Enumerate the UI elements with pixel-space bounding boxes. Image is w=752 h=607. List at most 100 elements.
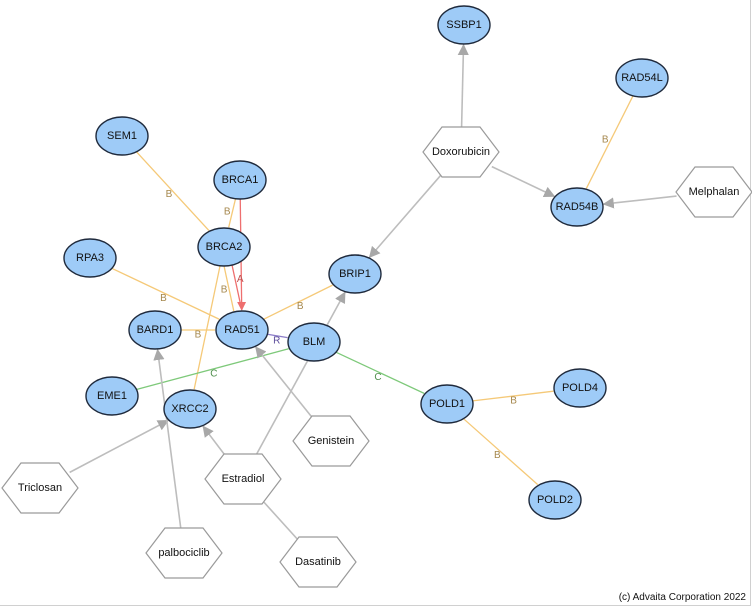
drug-hexagon xyxy=(1,462,79,514)
gene-node-brca1[interactable]: BRCA1 xyxy=(213,160,267,200)
gene-ellipse xyxy=(197,227,251,267)
edge-label-brca2-rad51: B xyxy=(221,284,228,295)
gene-node-rad54l[interactable]: RAD54L xyxy=(615,58,669,98)
edge-estradiol-brip1 xyxy=(255,291,346,456)
edge-sem1-brca2 xyxy=(136,151,210,231)
edge-rpa3-rad51 xyxy=(111,267,220,320)
drug-hexagon xyxy=(204,453,282,505)
drug-hexagon xyxy=(145,527,223,579)
gene-label: BRCA1 xyxy=(222,174,259,186)
copyright-text: (c) Advaita Corporation 2022 xyxy=(618,592,746,603)
edge-rad51-blm xyxy=(267,333,288,339)
gene-node-bard1[interactable]: BARD1 xyxy=(128,310,182,350)
gene-node-ssbp1[interactable]: SSBP1 xyxy=(437,5,491,45)
drug-label: palbociclib xyxy=(158,547,209,559)
edge-label-bard1-rad51: B xyxy=(195,330,202,341)
drug-node-triclosan[interactable]: Triclosan xyxy=(1,462,79,514)
drug-node-palbociclib[interactable]: palbociclib xyxy=(145,527,223,579)
gene-ellipse xyxy=(163,389,217,429)
edge-doxorubicin-brip1 xyxy=(368,173,443,259)
gene-ellipse xyxy=(553,368,607,408)
edge-label-rpa3-rad51: B xyxy=(160,293,167,304)
gene-ellipse xyxy=(287,322,341,362)
gene-node-pold4[interactable]: POLD4 xyxy=(553,368,607,408)
nodes-layer: DoxorubicinMelphalanGenisteinEstradiolTr… xyxy=(1,5,752,588)
gene-node-rad51[interactable]: RAD51 xyxy=(215,310,269,350)
gene-label: SEM1 xyxy=(107,130,137,142)
edge-doxorubicin-ssbp1 xyxy=(457,43,469,128)
drug-hexagon xyxy=(422,126,500,178)
gene-ellipse xyxy=(528,480,582,520)
edge-label-pold1-pold2: B xyxy=(494,450,501,461)
gene-label: RAD54B xyxy=(556,201,599,213)
edge-rad54l-rad54b xyxy=(585,95,634,189)
drug-label: Triclosan xyxy=(18,482,62,494)
edge-blm-pold1 xyxy=(335,351,425,394)
edge-estradiol-xrcc2 xyxy=(202,425,227,458)
edge-genistein-rad51 xyxy=(255,346,314,420)
edge-label-rad51-blm: R xyxy=(273,335,280,346)
gene-ellipse xyxy=(550,187,604,227)
edge-brca1-brca2 xyxy=(228,198,237,228)
edge-label-eme1-blm: C xyxy=(210,368,217,379)
gene-node-sem1[interactable]: SEM1 xyxy=(95,116,149,156)
edge-doxorubicin-rad54b xyxy=(491,165,556,197)
drug-node-doxorubicin[interactable]: Doxorubicin xyxy=(422,126,500,178)
gene-ellipse xyxy=(328,254,382,294)
gene-label: POLD1 xyxy=(429,398,465,410)
gene-node-pold2[interactable]: POLD2 xyxy=(528,480,582,520)
edge-label-brca2-rad51: A xyxy=(237,274,244,285)
gene-ellipse xyxy=(215,310,269,350)
drug-node-dasatinib[interactable]: Dasatinib xyxy=(279,536,357,588)
gene-ellipse xyxy=(437,5,491,45)
gene-node-rpa3[interactable]: RPA3 xyxy=(63,238,117,278)
edge-brca2-rad51 xyxy=(223,266,235,312)
edge-rad51-brip1 xyxy=(263,284,333,320)
gene-label: BARD1 xyxy=(137,324,174,336)
gene-node-xrcc2[interactable]: XRCC2 xyxy=(163,389,217,429)
gene-node-rad54b[interactable]: RAD54B xyxy=(550,187,604,227)
edge-brca2-xrcc2 xyxy=(193,265,221,390)
gene-ellipse xyxy=(615,58,669,98)
drug-hexagon xyxy=(675,166,752,218)
edge-label-sem1-brca2: B xyxy=(166,189,173,200)
gene-label: POLD2 xyxy=(537,494,573,506)
drug-label: Doxorubicin xyxy=(432,146,490,158)
gene-node-blm[interactable]: BLM xyxy=(287,322,341,362)
gene-label: XRCC2 xyxy=(171,403,208,415)
drug-label: Melphalan xyxy=(689,186,740,198)
drug-node-genistein[interactable]: Genistein xyxy=(292,415,370,467)
edge-melphalan-rad54b xyxy=(602,195,677,209)
edge-label-rad51-brip1: B xyxy=(297,301,304,312)
gene-label: POLD4 xyxy=(562,382,598,394)
gene-node-eme1[interactable]: EME1 xyxy=(85,376,139,416)
edge-estradiol-dasatinib xyxy=(261,499,299,541)
gene-ellipse xyxy=(95,116,149,156)
gene-ellipse xyxy=(420,384,474,424)
edge-triclosan-xrcc2 xyxy=(69,419,170,474)
edge-brca2-rad51 xyxy=(231,264,243,310)
gene-ellipse xyxy=(63,238,117,278)
drug-hexagon xyxy=(279,536,357,588)
gene-ellipse xyxy=(213,160,267,200)
gene-node-brca2[interactable]: BRCA2 xyxy=(197,227,251,267)
edge-label-blm-pold1: C xyxy=(374,372,381,383)
drug-label: Genistein xyxy=(308,435,354,447)
drug-label: Dasatinib xyxy=(295,556,341,568)
gene-node-brip1[interactable]: BRIP1 xyxy=(328,254,382,294)
drug-label: Estradiol xyxy=(222,473,265,485)
drug-node-melphalan[interactable]: Melphalan xyxy=(675,166,752,218)
gene-ellipse xyxy=(128,310,182,350)
gene-label: BRIP1 xyxy=(339,268,371,280)
edge-label-rad54l-rad54b: B xyxy=(602,134,609,145)
edge-pold1-pold4 xyxy=(472,390,554,402)
gene-label: BLM xyxy=(303,336,326,348)
drug-node-estradiol[interactable]: Estradiol xyxy=(204,453,282,505)
edge-label-brca1-brca2: B xyxy=(224,206,231,217)
gene-node-pold1[interactable]: POLD1 xyxy=(420,384,474,424)
gene-label: RAD54L xyxy=(621,72,663,84)
edge-pold1-pold2 xyxy=(463,418,539,486)
